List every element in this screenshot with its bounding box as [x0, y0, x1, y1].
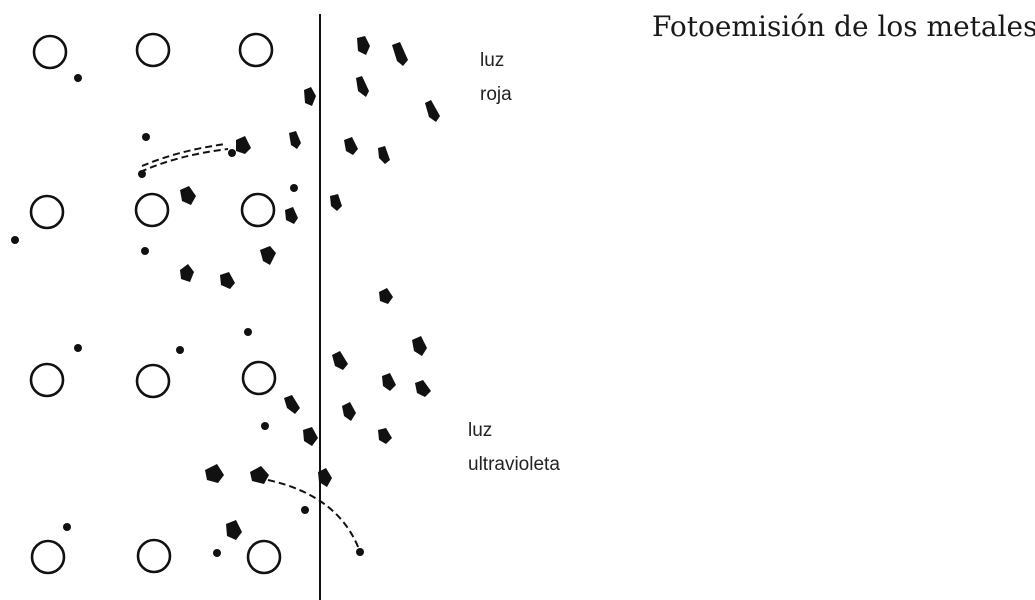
metal-atom	[32, 34, 68, 70]
photon	[382, 373, 396, 391]
metal-atom	[29, 194, 65, 230]
metal-atom	[246, 539, 282, 575]
photon	[250, 466, 269, 484]
photon	[304, 87, 316, 106]
electron	[261, 422, 269, 430]
electron	[228, 149, 236, 157]
photon	[285, 207, 298, 224]
electron	[176, 346, 184, 354]
electron	[11, 236, 19, 244]
photon	[378, 146, 390, 164]
red-light-label-line-2: roja	[480, 84, 512, 105]
photon	[342, 402, 356, 421]
metal-atom	[135, 363, 171, 399]
electron	[74, 344, 82, 352]
photon	[303, 427, 318, 446]
photon	[392, 42, 408, 66]
metal-atom	[135, 32, 171, 68]
electron	[301, 506, 309, 514]
photon	[425, 100, 440, 122]
photon	[220, 272, 235, 289]
photon	[356, 76, 369, 97]
red-light-label-line-1: luz	[480, 50, 505, 71]
uv-light-label-line-1: luz	[468, 420, 493, 441]
electron	[244, 328, 252, 336]
photon	[180, 264, 194, 282]
photon	[330, 194, 342, 211]
metal-atom	[240, 192, 276, 228]
electron	[63, 523, 71, 531]
photon	[205, 464, 224, 483]
photon	[378, 428, 392, 444]
electron	[290, 184, 298, 192]
electron	[74, 74, 82, 82]
photon	[260, 246, 276, 265]
photon	[180, 186, 196, 205]
photon	[284, 395, 300, 414]
diagram-title: Fotoemisión de los metales	[652, 10, 1035, 43]
photons	[180, 36, 440, 540]
electron-path-red	[141, 143, 227, 167]
photon	[379, 288, 393, 304]
electron	[141, 247, 149, 255]
electrons	[11, 74, 364, 557]
electron	[213, 549, 221, 557]
photon	[226, 520, 242, 540]
photon	[318, 468, 332, 487]
photon	[332, 351, 348, 370]
electron	[142, 133, 150, 141]
photon	[236, 136, 251, 154]
metal-atom	[134, 192, 170, 228]
metal-atom	[241, 360, 277, 396]
electron-path-red	[139, 148, 229, 173]
photon	[344, 137, 358, 155]
metal-atom	[30, 539, 66, 575]
photon	[357, 36, 370, 55]
metal-atom	[238, 32, 274, 68]
metal-atom	[29, 362, 65, 398]
metal-atoms	[29, 32, 282, 575]
uv-light-label-line-2: ultravioleta	[468, 454, 560, 475]
electron-path-uv	[267, 479, 361, 553]
photon	[412, 336, 427, 356]
photon	[415, 380, 431, 397]
photon	[289, 131, 301, 149]
uv-light-label: luz ultravioleta	[468, 414, 560, 482]
electron-paths	[139, 143, 361, 553]
metal-atom	[136, 538, 172, 574]
red-light-label: luz roja	[480, 44, 512, 112]
